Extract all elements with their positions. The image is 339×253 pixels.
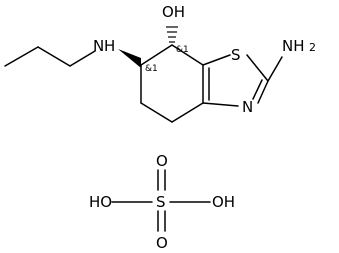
atom-label-nh-n: N bbox=[93, 37, 104, 55]
bond-c2-nh2 bbox=[267, 56, 283, 82]
atom-label-o-top: O bbox=[156, 152, 168, 170]
bond-propyl-3 bbox=[69, 50, 96, 67]
bond-c2-n3 bbox=[257, 80, 269, 104]
bond-c6-c7 bbox=[140, 44, 173, 66]
bond-c7a-s bbox=[202, 54, 231, 66]
atom-label-n: N bbox=[242, 98, 253, 116]
bond-n3-c3a bbox=[202, 102, 239, 107]
bond-propyl-1 bbox=[4, 46, 39, 67]
atom-label-oh-right: OH bbox=[212, 193, 235, 211]
atom-label-nh2-subscript: 2 bbox=[309, 41, 316, 54]
bond-c4-c5 bbox=[140, 102, 173, 123]
bond-s-c2 bbox=[246, 54, 269, 82]
atom-label-s-center: S bbox=[156, 193, 166, 211]
bond-c2-n3-double bbox=[252, 79, 263, 100]
atom-label-s: S bbox=[231, 46, 241, 64]
atom-label-nh-h: H bbox=[104, 37, 115, 55]
stereo-label-c6: &1 bbox=[145, 64, 158, 74]
stereo-label-c7: &1 bbox=[176, 45, 189, 55]
sulfuric-acid: O S O HO OH bbox=[89, 152, 235, 252]
atom-label-o-bottom: O bbox=[156, 234, 168, 252]
bond-propyl-2 bbox=[37, 46, 71, 67]
atom-label-oh: OH bbox=[162, 3, 185, 21]
pramipexole-molecule: N H OH &1 &1 S N NH 2 bbox=[4, 3, 316, 123]
bond-c7-c7a bbox=[171, 44, 204, 66]
atom-label-nh2: NH bbox=[282, 37, 305, 55]
bond-wedge-c6-n bbox=[118, 49, 141, 68]
bond-hash-c7-o bbox=[166, 26, 178, 43]
bond-c3a-c4 bbox=[171, 102, 204, 123]
atom-label-ho-left: HO bbox=[89, 193, 112, 211]
